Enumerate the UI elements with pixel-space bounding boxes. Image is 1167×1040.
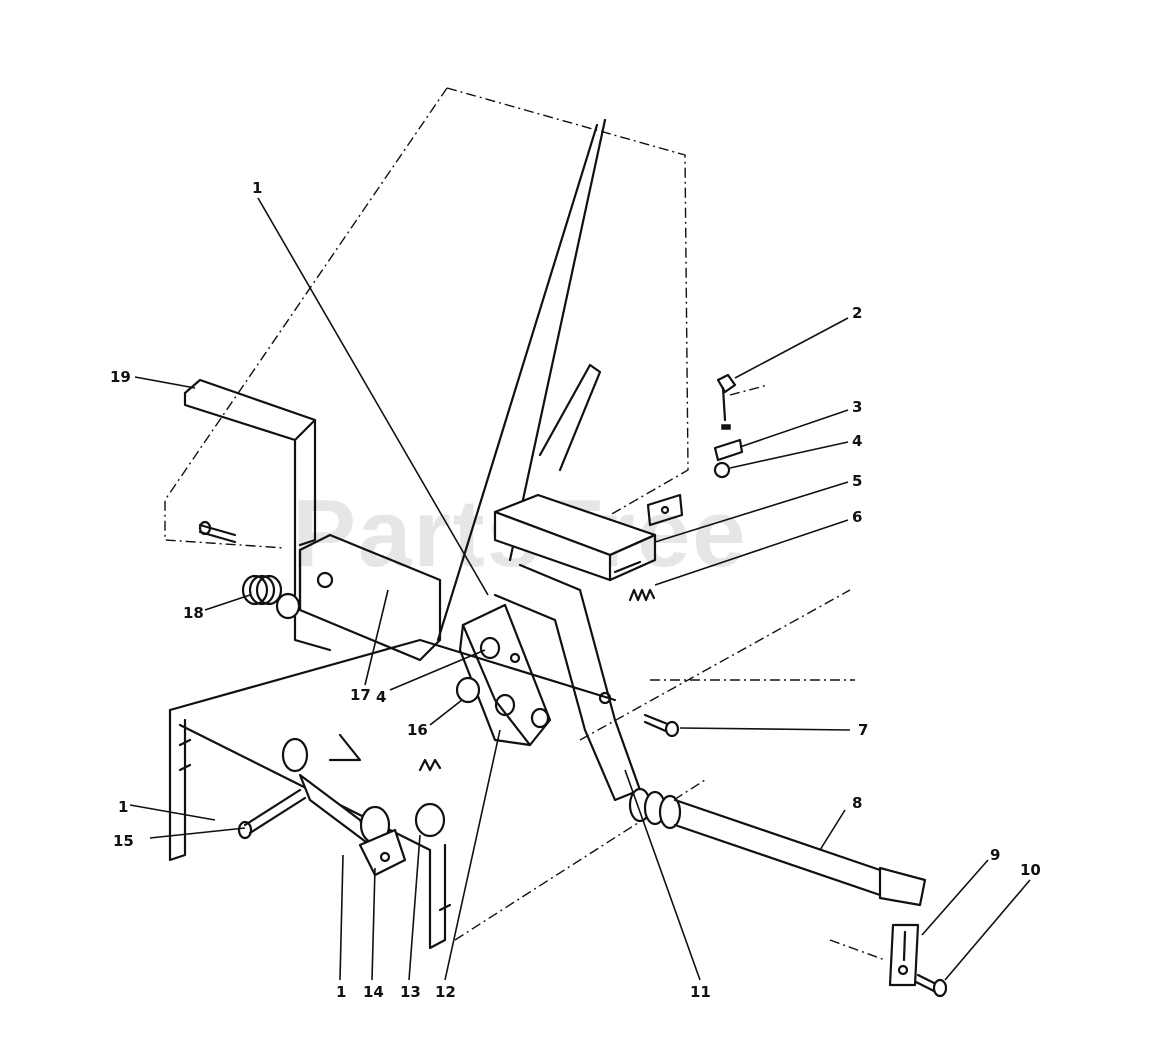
bolt-2 bbox=[716, 373, 769, 430]
nut-4 bbox=[713, 461, 731, 479]
bolt-upper-left bbox=[198, 520, 237, 544]
bolt-10 bbox=[914, 973, 948, 998]
callout-18: 18 bbox=[183, 604, 204, 622]
callout-3: 3 bbox=[852, 398, 862, 416]
base-bracket bbox=[168, 638, 706, 950]
callout-10: 10 bbox=[1020, 861, 1041, 879]
callout-17: 17 bbox=[350, 686, 371, 704]
leader-lines bbox=[129, 197, 1031, 981]
callout-labels: 1 2 3 4 5 6 7 8 9 10 11 12 13 14 1 15 1 … bbox=[110, 179, 1041, 1001]
washer-3 bbox=[713, 438, 744, 462]
callout-15: 15 bbox=[113, 832, 134, 850]
callout-11: 11 bbox=[690, 983, 711, 1001]
callout-4b: 4 bbox=[376, 688, 386, 706]
callout-4a: 4 bbox=[852, 432, 862, 450]
spring-small bbox=[418, 758, 442, 772]
callout-1b: 1 bbox=[336, 983, 346, 1001]
callout-13: 13 bbox=[400, 983, 421, 1001]
pivot-assembly bbox=[281, 733, 446, 877]
callout-2: 2 bbox=[852, 304, 862, 322]
bushing-16 bbox=[455, 676, 481, 704]
plate-17 bbox=[298, 533, 442, 662]
plate-9 bbox=[829, 923, 920, 987]
spring-18 bbox=[241, 574, 301, 620]
lever-arm bbox=[493, 363, 657, 802]
callout-1a: 1 bbox=[252, 179, 262, 197]
callout-9: 9 bbox=[990, 846, 1000, 864]
callout-1c: 1 bbox=[118, 798, 128, 816]
shaft-8 bbox=[579, 589, 927, 907]
bracket-19 bbox=[183, 378, 332, 652]
link-12 bbox=[458, 603, 612, 747]
callout-7: 7 bbox=[858, 721, 868, 739]
bolt-7 bbox=[643, 713, 680, 738]
small-tab bbox=[646, 493, 684, 527]
callout-5: 5 bbox=[852, 472, 862, 490]
spring-6 bbox=[628, 588, 656, 602]
pin-15 bbox=[237, 788, 307, 840]
collar-11 bbox=[628, 787, 682, 830]
callout-16: 16 bbox=[407, 721, 428, 739]
callout-19: 19 bbox=[110, 368, 131, 386]
callout-6: 6 bbox=[852, 508, 862, 526]
callout-8: 8 bbox=[852, 794, 862, 812]
callout-12: 12 bbox=[435, 983, 456, 1001]
callout-14: 14 bbox=[363, 983, 384, 1001]
